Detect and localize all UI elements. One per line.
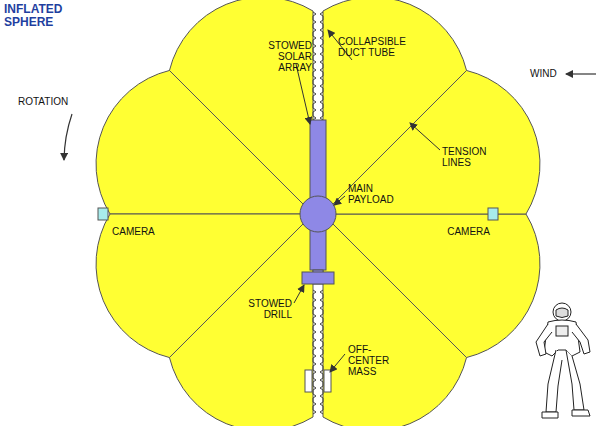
main-payload — [300, 196, 336, 232]
part-label: COLLAPSIBLE DUCT TUBE — [338, 36, 418, 58]
astronaut-figure — [536, 303, 590, 418]
part-label: TENSION LINES — [442, 146, 492, 168]
part-label: ROTATION — [18, 96, 88, 107]
drill — [302, 272, 334, 284]
sphere-petals — [96, 0, 540, 426]
camera — [488, 208, 498, 220]
solar-array — [310, 120, 326, 270]
duct-tube-edge — [320, 290, 323, 414]
part-label: WIND — [530, 68, 570, 79]
off-center-mass — [305, 370, 312, 392]
part-label: CAMERA — [112, 226, 172, 237]
rotation-arrow — [64, 114, 72, 160]
diagram-title: INFLATED SPHERE — [4, 3, 84, 29]
camera — [98, 208, 108, 220]
duct-tube-edge — [313, 12, 316, 120]
part-label: CAMERA — [440, 226, 490, 237]
duct-tube-edge — [313, 290, 316, 414]
part-label: OFF-CENTER MASS — [348, 344, 408, 377]
sphere-petal — [96, 70, 313, 214]
wind-arrow — [566, 73, 596, 74]
part-label: STOWED SOLAR ARRAY — [246, 40, 312, 73]
leader-lines — [294, 30, 440, 372]
part-label: STOWED DRILL — [238, 298, 292, 320]
part-label: MAIN PAYLOAD — [348, 183, 408, 205]
off-center-mass — [324, 370, 331, 392]
duct-tube-edge — [320, 12, 323, 120]
sphere-petal — [169, 214, 313, 426]
sphere-petal — [323, 0, 467, 214]
sphere-petal — [323, 214, 540, 358]
